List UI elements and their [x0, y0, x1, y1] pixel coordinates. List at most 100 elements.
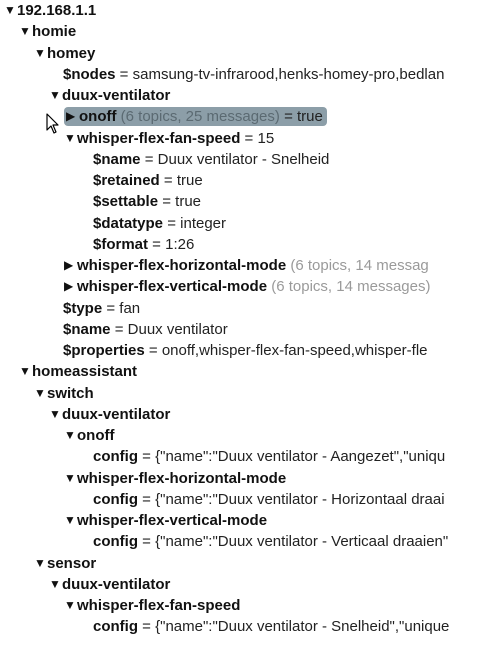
mouse-cursor-icon	[46, 113, 59, 134]
tree-row[interactable]: $properties = onoff,whisper-flex-fan-spe…	[63, 340, 428, 361]
caret-right-icon[interactable]: ▶	[64, 258, 74, 272]
caret-down-icon[interactable]: ▼	[64, 598, 76, 612]
topic-key: whisper-flex-horizontal-mode	[77, 469, 287, 487]
tree-row[interactable]: ▼whisper-flex-fan-speed	[64, 595, 240, 616]
topic-value: {"name":"Duux ventilator - Verticaal dra…	[155, 533, 449, 551]
topic-value: Duux ventilator	[127, 320, 228, 338]
tree-row[interactable]: ▶whisper-flex-horizontal-mode (6 topics,…	[64, 255, 429, 276]
tree-row-content: ▼duux-ventilator	[49, 406, 170, 423]
caret-down-icon[interactable]: ▼	[64, 470, 76, 485]
tree-row[interactable]: ▼192.168.1.1	[4, 0, 96, 21]
equals-sign: =	[102, 299, 120, 317]
tree-row-content: ▼switch	[34, 385, 94, 402]
caret-down-icon[interactable]: ▼	[49, 576, 61, 591]
topic-value: Duux ventilator - Snelheid	[157, 150, 330, 168]
tree-row-content: $format = 1:26	[93, 236, 194, 253]
tree-row-content: $type = fan	[63, 300, 140, 317]
tree-row[interactable]: ▼whisper-flex-vertical-mode	[64, 510, 267, 531]
tree-row[interactable]: ▶onoff (6 topics, 25 messages) = true	[64, 106, 327, 127]
caret-down-icon[interactable]: ▼	[34, 555, 46, 570]
tree-row[interactable]: ▼switch	[34, 383, 94, 404]
topic-key: $name	[93, 150, 141, 168]
tree-row-content: ▶whisper-flex-vertical-mode (6 topics, 1…	[64, 278, 430, 295]
equals-sign: =	[115, 65, 133, 83]
caret-down-icon[interactable]: ▼	[49, 88, 61, 102]
tree-row[interactable]: ▼whisper-flex-horizontal-mode	[64, 468, 286, 489]
caret-down-icon[interactable]: ▼	[64, 513, 76, 527]
tree-row[interactable]: config = {"name":"Duux ventilator - Snel…	[93, 616, 449, 637]
topic-key: $name	[63, 320, 111, 338]
topic-key: $datatype	[93, 214, 164, 232]
topic-value: {"name":"Duux ventilator - Aangezet","un…	[155, 448, 446, 466]
equals-sign: =	[148, 235, 166, 253]
caret-right-icon[interactable]: ▶	[64, 279, 74, 294]
tree-row-content: ▼homeassistant	[19, 363, 137, 380]
topic-key: config	[93, 618, 138, 636]
caret-down-icon[interactable]: ▼	[34, 385, 46, 400]
equals-sign: =	[163, 214, 181, 232]
tree-row[interactable]: $name = Duux ventilator - Snelheid	[93, 149, 329, 170]
caret-down-icon[interactable]: ▼	[49, 406, 61, 421]
tree-row[interactable]: ▼homey	[34, 43, 95, 64]
tree-row[interactable]: $type = fan	[63, 298, 140, 319]
topic-key: whisper-flex-fan-speed	[77, 129, 241, 147]
caret-right-icon[interactable]: ▶	[66, 109, 76, 124]
tree-row[interactable]: ▼whisper-flex-fan-speed = 15	[64, 128, 274, 149]
tree-row[interactable]: $datatype = integer	[93, 213, 226, 234]
caret-down-icon[interactable]: ▼	[19, 364, 31, 379]
topic-value: true	[175, 193, 202, 211]
topic-key: config	[93, 448, 138, 466]
tree-row[interactable]: $format = 1:26	[93, 234, 194, 255]
topic-key: whisper-flex-vertical-mode	[77, 512, 268, 529]
caret-down-icon[interactable]: ▼	[64, 428, 76, 442]
caret-down-icon[interactable]: ▼	[4, 3, 16, 17]
tree-row[interactable]: ▼onoff	[64, 425, 114, 446]
topic-value: fan	[119, 299, 141, 317]
tree-row[interactable]: ▶whisper-flex-vertical-mode (6 topics, 1…	[64, 276, 430, 297]
tree-row-content: ▼192.168.1.1	[4, 2, 96, 19]
tree-row[interactable]: ▼duux-ventilator	[49, 85, 170, 106]
tree-row[interactable]: ▼duux-ventilator	[49, 404, 170, 425]
tree-row[interactable]: $name = Duux ventilator	[63, 319, 228, 340]
tree-row-content: ▼homie	[19, 23, 76, 40]
tree-row-content: $nodes = samsung-tv-infrarood,henks-home…	[63, 66, 444, 83]
topic-value: 1:26	[165, 235, 195, 253]
topic-summary: (6 topics, 25 messages)	[120, 108, 280, 126]
tree-row-content: ▼duux-ventilator	[49, 576, 170, 593]
tree-row-content: ▼homey	[34, 45, 95, 62]
tree-row[interactable]: $settable = true	[93, 191, 201, 212]
topic-value: {"name":"Duux ventilator - Horizontaal d…	[155, 490, 445, 508]
tree-row[interactable]: ▼sensor	[34, 553, 96, 574]
caret-down-icon[interactable]: ▼	[34, 45, 46, 60]
topic-key: $nodes	[63, 65, 116, 83]
topic-key: $properties	[63, 342, 145, 359]
tree-row-content: ▶whisper-flex-horizontal-mode (6 topics,…	[64, 257, 429, 274]
topic-value: true	[176, 172, 203, 189]
tree-row[interactable]: config = {"name":"Duux ventilator - Hori…	[93, 489, 445, 510]
tree-row[interactable]: config = {"name":"Duux ventilator - Aang…	[93, 446, 445, 467]
tree-row-content: config = {"name":"Duux ventilator - Vert…	[93, 533, 448, 550]
topic-value: samsung-tv-infrarood,henks-homey-pro,bed…	[132, 65, 445, 83]
tree-row-content: $retained = true	[93, 172, 203, 189]
tree-row-content: $name = Duux ventilator	[63, 321, 228, 338]
tree-row-content: ▼whisper-flex-fan-speed = 15	[64, 130, 274, 147]
tree-row[interactable]: config = {"name":"Duux ventilator - Vert…	[93, 531, 448, 552]
topic-value: integer	[180, 214, 227, 232]
topic-key: duux-ventilator	[62, 405, 171, 423]
caret-down-icon[interactable]: ▼	[64, 130, 76, 145]
equals-sign: =	[110, 320, 128, 338]
topic-value: onoff,whisper-flex-fan-speed,whisper-fle	[161, 342, 428, 359]
tree-row[interactable]: ▼homeassistant	[19, 361, 137, 382]
tree-row[interactable]: $nodes = samsung-tv-infrarood,henks-home…	[63, 64, 444, 85]
topic-key: sensor	[47, 554, 97, 572]
topic-value: true	[297, 108, 323, 126]
tree-row[interactable]: ▼homie	[19, 21, 76, 42]
tree-row-content: ▼duux-ventilator	[49, 87, 170, 104]
tree-row-content: $settable = true	[93, 193, 201, 210]
equals-sign: =	[140, 150, 158, 168]
tree-row[interactable]: ▼duux-ventilator	[49, 574, 170, 595]
tree-row[interactable]: $retained = true	[93, 170, 203, 191]
tree-row-content: $datatype = integer	[93, 215, 226, 232]
caret-down-icon[interactable]: ▼	[19, 24, 31, 39]
